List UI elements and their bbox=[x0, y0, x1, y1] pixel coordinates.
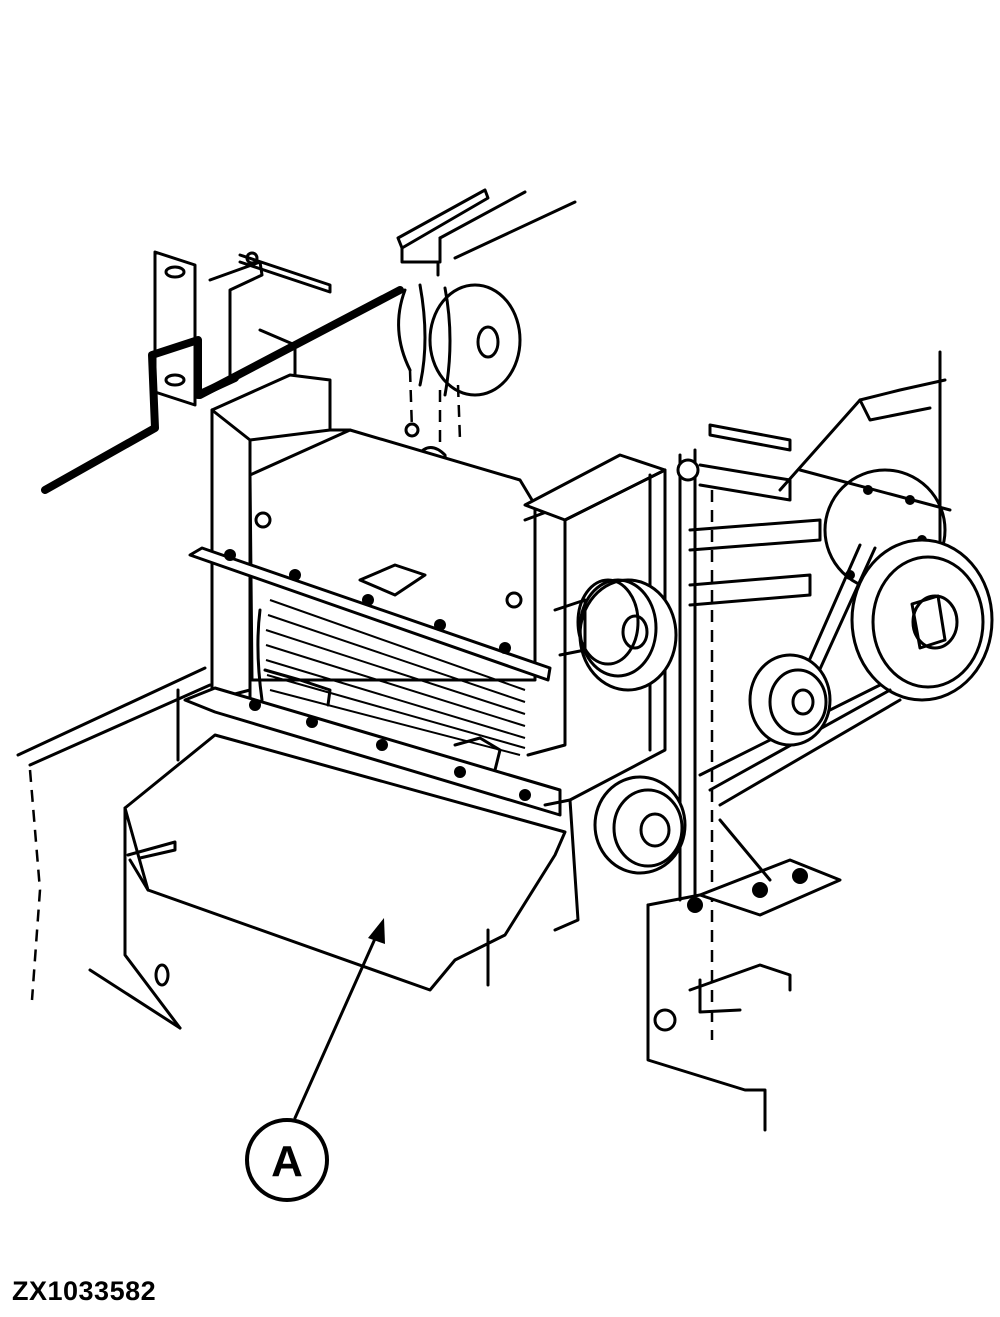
tray bbox=[123, 688, 580, 1030]
lower-pulley bbox=[593, 775, 687, 875]
guide-column bbox=[676, 423, 822, 1040]
support-rod bbox=[41, 286, 404, 494]
chain-hoist bbox=[397, 283, 522, 492]
large-pulley bbox=[850, 538, 994, 702]
motor-pulley bbox=[553, 578, 678, 692]
base-plate bbox=[646, 818, 842, 1132]
left-wall bbox=[16, 666, 212, 1030]
cross-bar bbox=[188, 546, 552, 682]
overhead-beam bbox=[396, 188, 577, 277]
leader-arrow bbox=[293, 918, 385, 1120]
drum bbox=[256, 599, 526, 756]
figure-id: ZX1033582 bbox=[12, 1276, 157, 1306]
callout-a-label: A bbox=[271, 1137, 303, 1186]
callout-a: A bbox=[245, 1118, 329, 1202]
idler-pulley bbox=[748, 653, 832, 747]
